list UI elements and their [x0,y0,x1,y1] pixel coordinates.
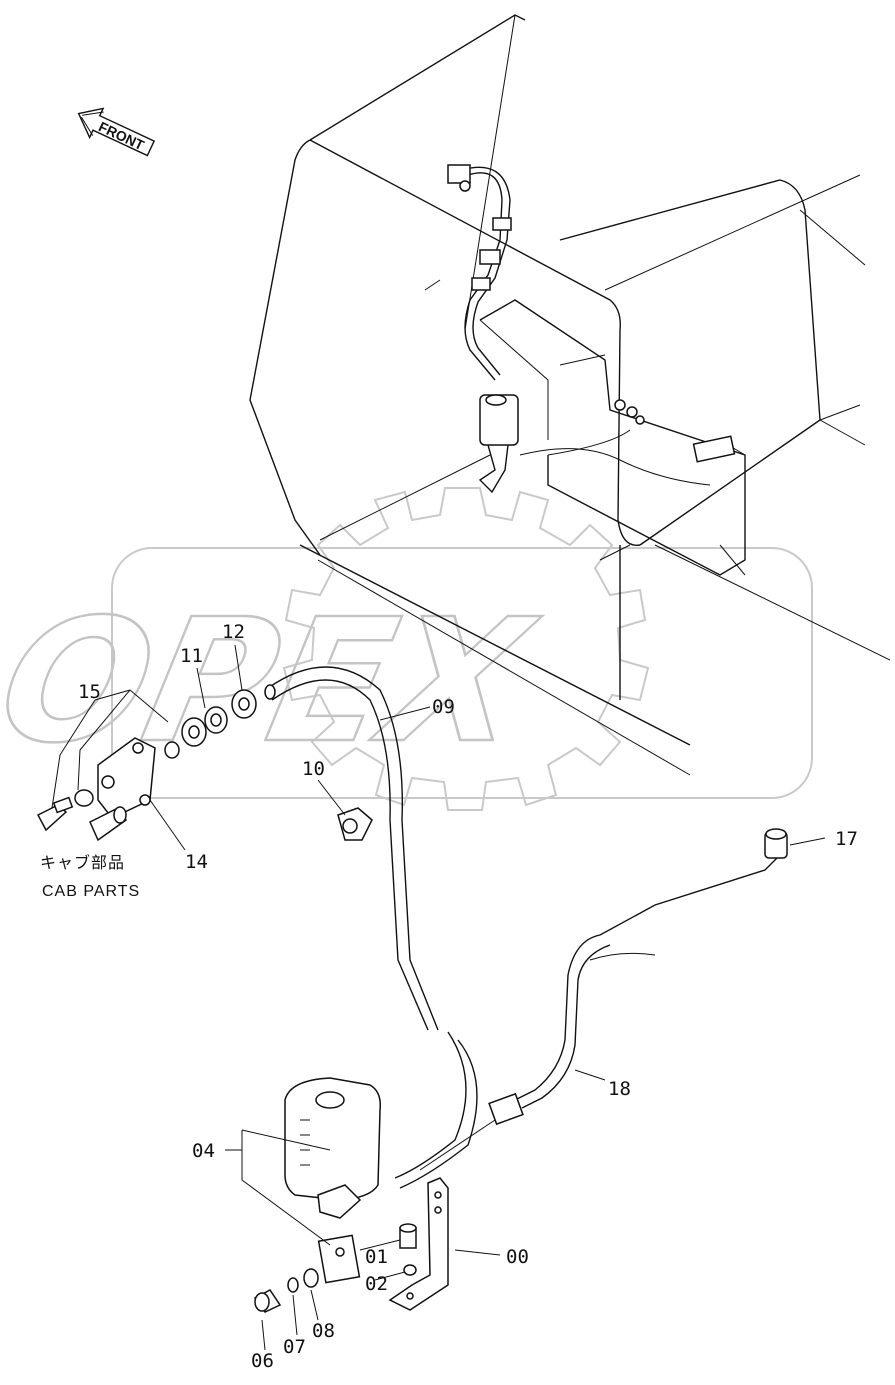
wire-harness-18 [419,828,788,1171]
gear-watermark-icon [282,487,650,811]
grommet-12-hole [238,697,250,711]
nut-ring-parts [164,689,257,759]
mount-bracket-00 [388,1177,449,1311]
washer-hose-09 [264,666,478,1189]
callout-00: 00 [506,1246,529,1268]
hose-clamp-10 [337,807,373,841]
callout-18: 18 [608,1078,631,1100]
front-label: FRONT [96,118,147,153]
bolt-01-head [399,1223,417,1233]
cab-note-english: CAB PARTS [42,883,140,900]
callout-11: 11 [180,645,203,667]
washer-small [164,741,180,759]
callout-17: 17 [835,828,858,850]
installed-washer-assembly [447,164,519,494]
callout-04: 04 [192,1140,215,1162]
bracket-14 [97,737,156,819]
callout-06: 06 [251,1350,274,1372]
callout-12: 12 [222,621,245,643]
grommet-11-hole [210,713,222,727]
callout-08: 08 [312,1320,335,1342]
washer-07 [287,1277,299,1293]
front-arrow-icon [77,107,156,157]
cab-note-japanese: キャブ部品 [40,853,125,872]
ring-part-hole [188,725,200,739]
front-arrow: FRONT [77,107,156,157]
callout-02: 02 [365,1273,388,1295]
watermark: OPEX [0,487,813,811]
bolt-06-head [254,1292,270,1312]
washer-08 [303,1268,319,1288]
bolt-set-15 [36,789,128,842]
fasteners [253,1223,417,1313]
callout-09: 09 [432,696,455,718]
callout-14: 14 [185,851,208,873]
callout-10: 10 [302,758,325,780]
washer-02 [403,1264,417,1276]
watermark-text: OPEX [0,582,550,781]
callout-15: 15 [78,681,101,703]
washer-tank-04 [284,1077,382,1284]
leader-lines [51,644,826,1351]
callout-07: 07 [283,1336,306,1358]
watermark-frame [111,547,813,799]
callout-01: 01 [365,1246,388,1268]
